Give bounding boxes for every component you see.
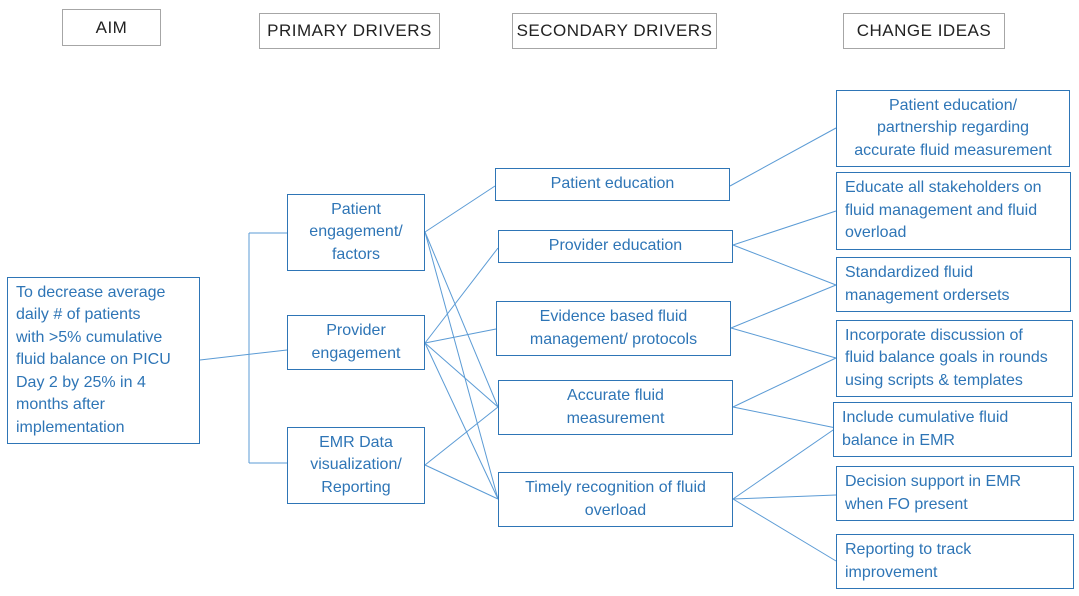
connector-aim-primary — [199, 349, 288, 361]
connector-p3-s5 — [424, 464, 499, 500]
connector-p3-s4 — [424, 406, 499, 466]
change-idea-patient-partnership: Patient education/ partnership regarding… — [836, 90, 1070, 167]
connector-s2-c2 — [732, 210, 837, 246]
change-idea-educate-stakeholders: Educate all stakeholders on fluid manage… — [836, 172, 1071, 250]
connector-p2-s2 — [424, 247, 499, 344]
change-idea-standardized-ordersets: Standardized fluid management ordersets — [836, 257, 1071, 312]
connector-p1-s4 — [424, 231, 499, 408]
secondary-driver-patient-education: Patient education — [495, 168, 730, 201]
header-secondary-drivers: SECONDARY DRIVERS — [512, 13, 717, 49]
primary-driver-patient-engagement: Patient engagement/ factors — [287, 194, 425, 271]
secondary-driver-timely-recognition: Timely recognition of fluid overload — [498, 472, 733, 527]
primary-driver-emr-data: EMR Data visualization/ Reporting — [287, 427, 425, 504]
connector-s4-c4 — [732, 357, 837, 408]
connector-s3-c4 — [730, 327, 837, 359]
header-aim: AIM — [62, 9, 161, 46]
aim-box: To decrease average daily # of patients … — [7, 277, 200, 444]
secondary-driver-provider-education: Provider education — [498, 230, 733, 263]
change-idea-cumulative-balance-emr: Include cumulative fluid balance in EMR — [833, 402, 1072, 457]
connector-s2-c3 — [732, 244, 837, 286]
connector-s5-c6 — [732, 494, 837, 500]
connector-s4-c5 — [732, 406, 837, 429]
connector-p2-s5 — [424, 342, 499, 500]
connector-p1-s1 — [424, 185, 496, 233]
connector-s5-c5 — [732, 427, 837, 500]
connector-s3-c3 — [730, 284, 837, 329]
connector-p2-s3 — [424, 328, 497, 344]
connector-s1-c1 — [729, 127, 837, 187]
connector-s5-c7 — [732, 498, 837, 562]
secondary-driver-accurate-measurement: Accurate fluid measurement — [498, 380, 733, 435]
primary-driver-provider-engagement: Provider engagement — [287, 315, 425, 370]
change-idea-decision-support: Decision support in EMR when FO present — [836, 466, 1074, 521]
change-idea-rounds-discussion: Incorporate discussion of fluid balance … — [836, 320, 1073, 397]
header-change-ideas: CHANGE IDEAS — [843, 13, 1005, 49]
secondary-driver-evidence-based: Evidence based fluid management/ protoco… — [496, 301, 731, 356]
header-primary-drivers: PRIMARY DRIVERS — [259, 13, 440, 49]
connector-p2-s4 — [424, 342, 499, 408]
connector-p1-s5 — [424, 231, 499, 500]
change-idea-reporting: Reporting to track improvement — [836, 534, 1074, 589]
